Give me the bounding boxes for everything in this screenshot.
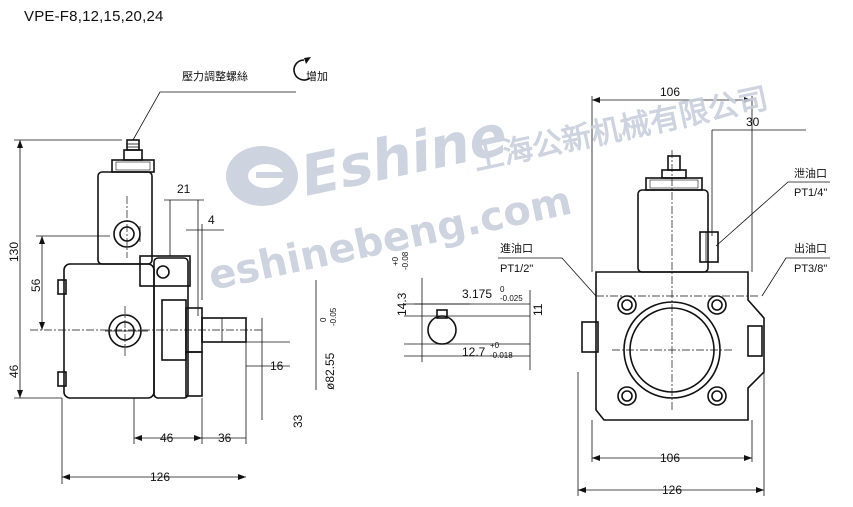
outlet-thread-label: PT3/8" [794,263,827,275]
dim-key-width: 3.175 [462,287,492,301]
dim-diameter-tol-top: 0 [319,317,328,322]
dim-106-bottom: 106 [660,451,680,465]
dim-diameter-tol-bot: -0.05 [329,307,338,326]
dim-46: 46 [7,364,21,378]
dim-16: 16 [270,359,284,373]
outlet-port-label: 出油口 [794,241,827,255]
watermark-company: 上海公新机械有限公司 [470,81,771,178]
dim-key-height-tol-bot: -0.08 [401,251,410,270]
increase-label: 增加 [306,69,328,83]
dim-130: 130 [7,242,21,262]
model-title: VPE-F8,12,15,20,24 [24,8,164,25]
dim-key-height: 14.3 [395,292,409,316]
dim-shaft-tol-top: +0 [490,341,500,350]
dim-key-height-tol-top: +0 [391,256,400,266]
drain-thread-label: PT1/4" [794,187,827,199]
dim-shaft-dia: 12.7 [462,345,486,359]
dim-36: 36 [218,431,232,445]
dim-11: 11 [531,303,545,316]
dim-106-top: 106 [660,85,680,99]
flange-dimension-lines [164,199,290,420]
shaft-key-detail [404,278,531,370]
dim-key-width-tol-top: 0 [500,285,505,294]
dim-21: 21 [177,182,191,196]
dim-diameter: ø82.55 [323,352,337,390]
left-dimension-lines [14,139,122,399]
dim-126-right: 126 [662,483,682,497]
drain-port-label: 泄油口 [794,166,827,180]
inlet-port-label: 進油口 [500,241,533,255]
side-view [30,57,311,399]
dim-46-bottom: 46 [160,431,174,445]
inlet-thread-label: PT1/2" [500,263,533,275]
dim-30: 30 [746,115,760,129]
watermark-logo-icon [226,146,298,206]
front-view [581,150,765,421]
bottom-dimension-lines [61,342,247,484]
front-dimension-lines [498,96,830,496]
dim-126-left: 126 [150,470,170,484]
dim-key-width-tol-bot: -0.025 [500,294,523,303]
dim-56: 56 [29,278,43,292]
dim-shaft-tol-bot: -0.018 [490,351,513,360]
pressure-adjust-screw [111,139,155,173]
dim-4: 4 [208,213,215,227]
dim-33: 33 [291,414,305,428]
pressure-screw-label: 壓力調整螺絲 [182,69,248,83]
